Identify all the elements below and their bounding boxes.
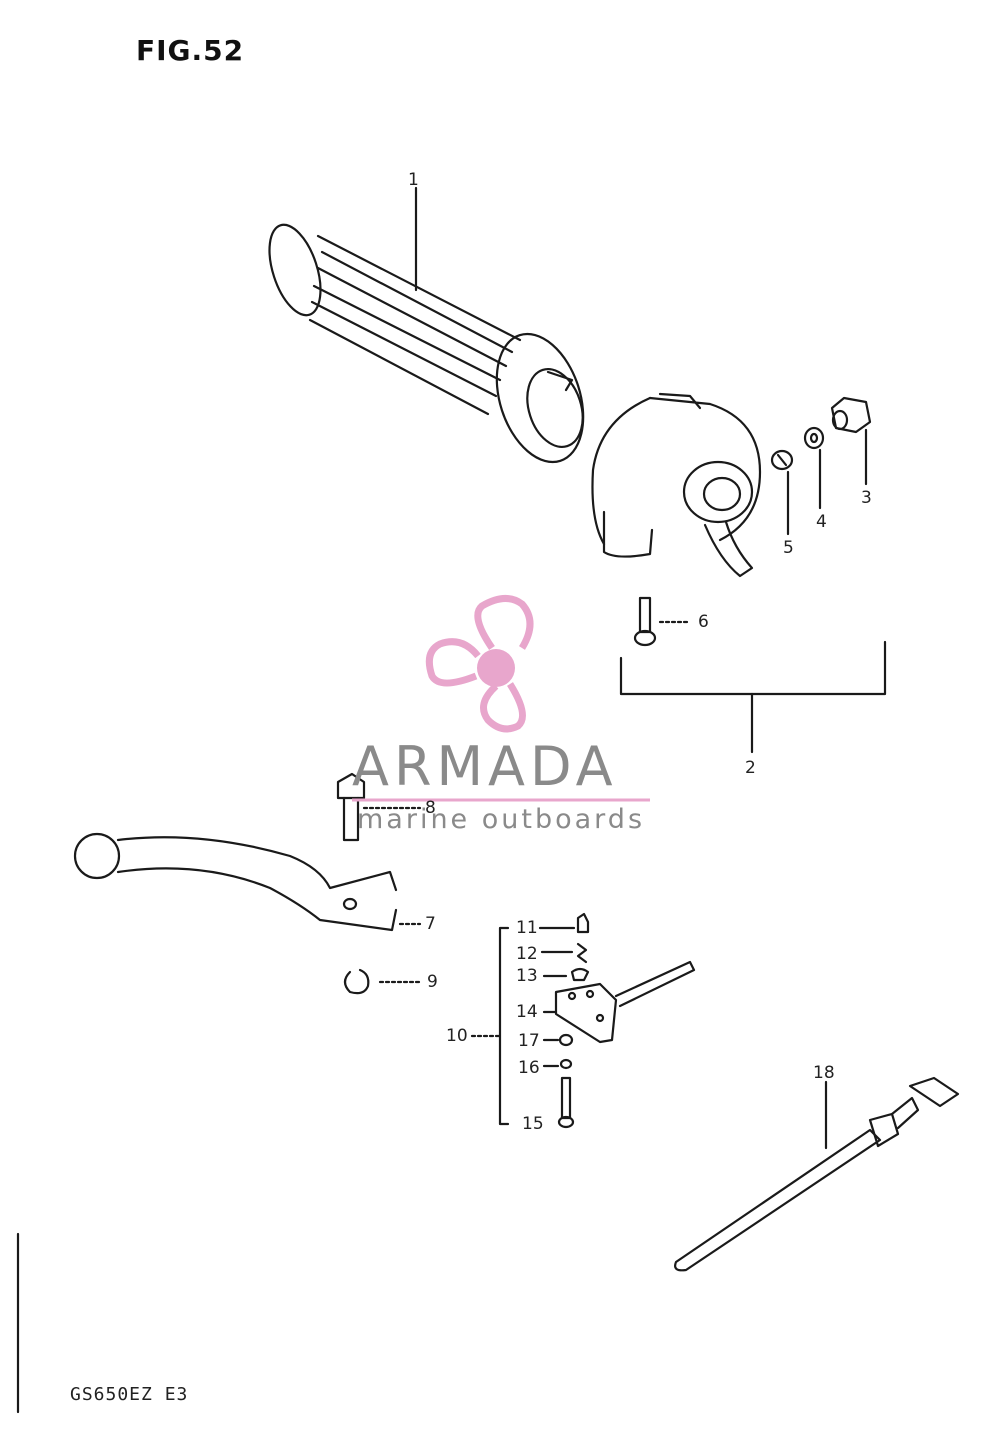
callout-15: 15 (522, 1114, 544, 1134)
callout-2: 2 (745, 758, 756, 778)
callout-5: 5 (783, 538, 794, 558)
callout-3: 3 (861, 488, 872, 508)
callout-8: 8 (425, 798, 436, 818)
callout-6: 6 (698, 612, 709, 632)
watermark-tagline: marine outboards (357, 804, 646, 835)
callout-17: 17 (518, 1031, 540, 1051)
handle-grip-part (268, 186, 585, 464)
clip-part (343, 968, 422, 995)
figure-title: FIG.52 (136, 34, 245, 67)
assembly-bracket (619, 640, 887, 754)
propeller-icon (425, 595, 534, 733)
lock-washer-part (770, 449, 794, 536)
nut-part (830, 396, 872, 486)
callout-16: 16 (518, 1058, 540, 1078)
lever-holder-part (470, 912, 696, 1129)
switch-housing-part (591, 392, 762, 578)
callout-14: 14 (516, 1002, 538, 1022)
model-code: GS650EZ E3 (70, 1384, 189, 1405)
callout-10: 10 (446, 1026, 468, 1046)
callout-4: 4 (816, 512, 827, 532)
lever-part (73, 832, 422, 932)
callout-18: 18 (813, 1063, 835, 1083)
washer-part (803, 426, 825, 510)
callout-13: 13 (516, 966, 538, 986)
callout-12: 12 (516, 944, 538, 964)
callout-9: 9 (427, 972, 438, 992)
callout-1: 1 (408, 170, 419, 190)
callout-11: 11 (516, 918, 538, 938)
screw-part (633, 596, 692, 647)
callout-7: 7 (425, 914, 436, 934)
watermark-brand: ARMADA (352, 735, 618, 798)
cable-tie-part (674, 1076, 960, 1272)
bolt-part (336, 772, 422, 842)
